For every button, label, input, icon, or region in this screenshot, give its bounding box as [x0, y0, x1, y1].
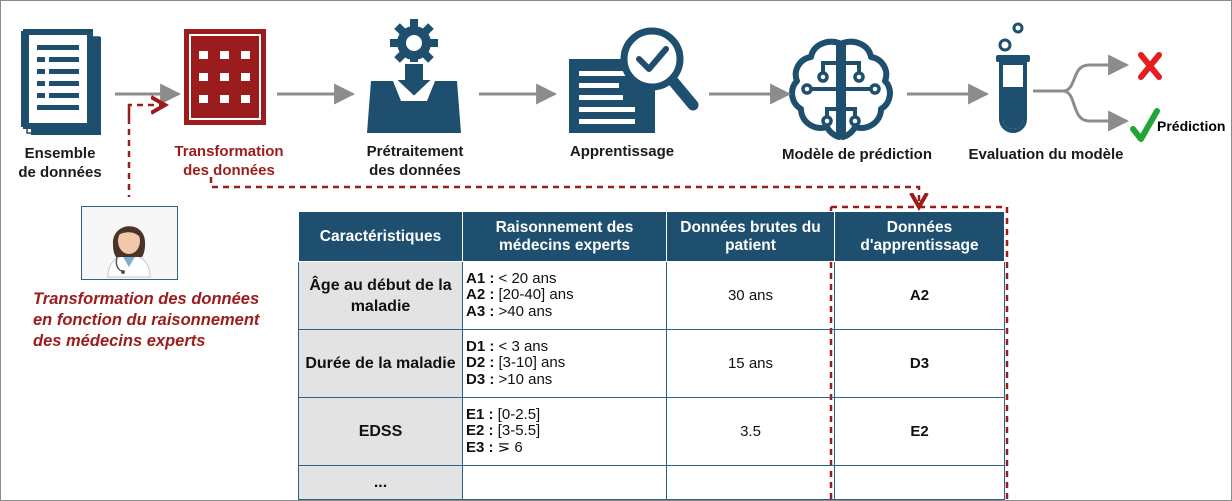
raw-data-cell: 3.5	[666, 397, 835, 466]
step-label-model: Modèle de prédiction	[767, 145, 947, 164]
brain-circuit-icon	[789, 38, 893, 140]
step-evaluation-line1: Evaluation du modèle	[968, 146, 1124, 163]
raw-data-cell: 15 ans	[666, 329, 835, 398]
gear-inbox-icon	[367, 19, 461, 133]
reasoning-cell	[462, 465, 667, 500]
feature-cell: Âge au début de la maladie	[298, 261, 463, 330]
step-transformation-line1: Transformation	[174, 143, 284, 160]
doctor-caption-line3: des médecins experts	[33, 332, 206, 350]
doctor-caption-line1: Transformation des données	[33, 290, 260, 308]
header-expert-reasoning: Raisonnement des médecins experts	[462, 211, 667, 262]
step-label-dataset: Ensemble de données	[15, 144, 105, 182]
step-preprocessing-line1: Prétraitement	[366, 143, 464, 160]
step-label-learning: Apprentissage	[557, 142, 687, 161]
building-grid-icon	[184, 29, 266, 125]
green-check-icon	[1130, 108, 1160, 142]
table-row: Âge au début de la maladie A1 : < 20 ans…	[298, 261, 1005, 330]
prediction-label: Prédiction	[1157, 118, 1226, 134]
test-tube-icon	[996, 22, 1030, 133]
step-transformation-line2: des données	[183, 162, 275, 179]
step-dataset-line1: Ensemble	[24, 145, 96, 162]
raw-data-cell	[666, 465, 835, 500]
step-label-preprocessing: Prétraitement des données	[351, 142, 479, 180]
reasoning-cell: E1 : [0-2.5] E2 : [3-5.5] E3 : ⋝ 6	[462, 397, 667, 466]
step-label-transformation: Transformation des données	[161, 142, 297, 180]
pipeline-arrows	[115, 54, 1130, 132]
step-model-line1: Modèle de prédiction	[781, 146, 932, 163]
doctor-caption-line2: en fonction du raisonnement	[33, 311, 260, 329]
reasoning-cell: A1 : < 20 ans A2 : [20-40] ans A3 : >40 …	[462, 261, 667, 330]
doctor-avatar-icon	[107, 226, 151, 278]
step-learning-line1: Apprentissage	[569, 143, 675, 160]
red-x-icon	[1138, 52, 1162, 80]
table-header-row: Caractéristiques Raisonnement des médeci…	[298, 211, 1005, 262]
doctor-card	[81, 206, 178, 280]
header-learning-data: Données d'apprentissage	[834, 211, 1005, 262]
reasoning-cell: D1 : < 3 ans D2 : [3-10] ans D3 : >10 an…	[462, 329, 667, 398]
step-preprocessing-line2: des données	[369, 162, 461, 179]
document-icon	[21, 29, 101, 135]
learning-data-cell	[834, 465, 1005, 500]
learning-data-cell: E2	[834, 397, 1005, 466]
learning-data-cell: D3	[834, 329, 1005, 398]
step-dataset-line2: de données	[18, 164, 102, 181]
table-row: ...	[298, 465, 1005, 500]
header-features: Caractéristiques	[298, 211, 463, 262]
table-row: EDSS E1 : [0-2.5] E2 : [3-5.5] E3 : ⋝ 6 …	[298, 397, 1005, 466]
feature-table: Caractéristiques Raisonnement des médeci…	[298, 211, 1005, 500]
learning-data-cell: A2	[834, 261, 1005, 330]
doctor-caption: Transformation des données en fonction d…	[33, 289, 303, 352]
feature-cell: ...	[298, 465, 463, 500]
header-raw-data: Données brutes du patient	[666, 211, 835, 262]
feature-table-wrap: Caractéristiques Raisonnement des médeci…	[298, 211, 1005, 500]
feature-cell: Durée de la maladie	[298, 329, 463, 398]
magnifier-check-icon	[569, 27, 699, 133]
raw-data-cell: 30 ans	[666, 261, 835, 330]
step-label-evaluation: Evaluation du modèle	[953, 145, 1139, 164]
table-row: Durée de la maladie D1 : < 3 ans D2 : [3…	[298, 329, 1005, 398]
feature-cell: EDSS	[298, 397, 463, 466]
